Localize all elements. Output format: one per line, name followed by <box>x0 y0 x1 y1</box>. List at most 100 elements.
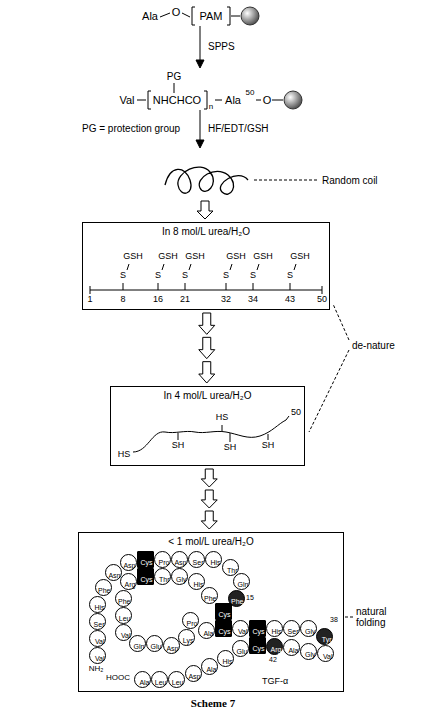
residue-circle: Phe <box>95 579 112 596</box>
residue-code: His <box>94 604 104 611</box>
residue-circle: Ala <box>283 639 300 656</box>
scheme-label: GSH <box>253 252 273 262</box>
scheme-label: Ala <box>225 94 241 106</box>
residue-code: Phe <box>98 587 110 594</box>
residue-circle: Cys <box>249 620 266 637</box>
scheme-label: 50 <box>291 408 301 418</box>
scheme-label: NH₂ <box>89 665 104 674</box>
bond-line <box>222 425 223 431</box>
chain-tick <box>322 286 323 294</box>
residue-circle: Gln <box>129 635 146 652</box>
scheme-label: SH <box>224 443 237 453</box>
scheme-label: 38 <box>330 616 338 624</box>
residue-code: Ala <box>288 647 298 654</box>
peptide-chain <box>90 290 322 291</box>
residue-circle: Tyr <box>316 628 333 645</box>
chain-tick <box>253 283 254 290</box>
residue-circle: Glu <box>146 635 163 652</box>
bond-line <box>230 433 231 442</box>
chain-tick <box>226 283 227 290</box>
residue-code: Gln <box>134 643 145 650</box>
residue-code: Arg <box>271 646 282 653</box>
residue-code: Gly <box>305 651 316 658</box>
bond-line <box>162 264 164 270</box>
scheme-label: Val <box>119 94 134 106</box>
scheme-label: SPPS <box>208 41 235 52</box>
residue-circle: Val <box>317 645 334 662</box>
bond-line <box>178 433 179 440</box>
residue-code: Asp <box>123 562 135 569</box>
residue-code: Ser <box>193 559 204 566</box>
bond-line <box>257 264 259 270</box>
residue-circle: Leu <box>168 671 185 688</box>
residue-code: Ala <box>203 630 213 637</box>
resin-bead <box>284 91 302 109</box>
scheme-label: O <box>172 6 181 18</box>
residue-code: Asp <box>174 559 186 566</box>
residue-circle: Ala <box>134 671 151 688</box>
residue-code: Cys <box>252 628 264 635</box>
leader-line <box>333 304 349 340</box>
leader-line <box>309 350 349 432</box>
residue-circle: Gly <box>171 568 188 585</box>
leader-line <box>254 180 318 181</box>
scheme-label: O <box>263 94 272 106</box>
scheme-label: 42 <box>269 656 277 664</box>
scheme-label: Random coil <box>322 175 378 186</box>
scheme-label: HF/EDT/GSH <box>208 123 269 134</box>
residue-code: Pro <box>159 559 170 566</box>
residue-circle: Asp <box>163 637 180 654</box>
residue-code: Ser <box>94 621 105 628</box>
resin-bead <box>241 7 259 25</box>
chain-tick <box>158 283 159 290</box>
residue-circle: Val <box>115 624 132 641</box>
fold-arrow <box>199 313 215 383</box>
scheme-label: GSH <box>226 252 246 262</box>
bond-line <box>231 16 240 17</box>
residue-code: Lys <box>183 637 194 644</box>
residue-code: Leu <box>119 615 131 622</box>
residue-code: Ser <box>288 628 299 635</box>
residue-circle: Ser <box>89 613 106 630</box>
residue-code: Phe <box>118 598 130 605</box>
residue-circle: His <box>188 573 205 590</box>
scheme-label: GSH <box>123 252 143 262</box>
residue-code: Phe <box>204 595 216 602</box>
residue-circle: His <box>217 650 234 667</box>
bracket <box>204 91 207 109</box>
bond-line <box>215 100 222 101</box>
residue-circle: Cys <box>215 603 232 620</box>
bracket <box>227 7 230 25</box>
scheme-label: 43 <box>285 295 295 305</box>
residue-circle: Ser <box>283 620 300 637</box>
scheme-label: 34 <box>248 295 258 305</box>
scheme-label: 32 <box>221 295 231 305</box>
condition-label: < 1 mol/L urea/H₂O <box>168 536 254 548</box>
residue-code: Pro <box>187 620 198 627</box>
arrow-head <box>196 60 204 68</box>
bond-line <box>230 264 232 270</box>
residue-circle: Asn <box>105 564 122 581</box>
residue-code: Cys <box>140 576 152 583</box>
residue-circle: Thr <box>154 568 171 585</box>
scheme-label: SH <box>172 441 185 451</box>
bond-line <box>272 100 283 101</box>
random-coil <box>165 167 248 194</box>
residue-code: Gly <box>305 628 316 635</box>
residue-circle: Asp <box>185 665 202 682</box>
residue-circle: Cys <box>215 620 232 637</box>
condition-label: In 8 mol/L urea/H₂O <box>162 226 250 238</box>
residue-circle: Asp <box>120 554 137 571</box>
residue-code: Val <box>238 628 248 635</box>
residue-circle: Asp <box>171 551 188 568</box>
bond-line <box>174 83 175 93</box>
residue-circle: Gly <box>300 643 317 660</box>
residue-circle: Thr <box>222 559 239 576</box>
scheme-label: HOOC <box>106 674 130 683</box>
residue-code: Asn <box>108 572 120 579</box>
scheme-label: 1 <box>87 295 92 305</box>
residue-circle: Ser <box>188 551 205 568</box>
residue-code: Leu <box>172 679 184 686</box>
residue-circle: Phe <box>201 587 218 604</box>
scheme-label: 16 <box>153 295 163 305</box>
